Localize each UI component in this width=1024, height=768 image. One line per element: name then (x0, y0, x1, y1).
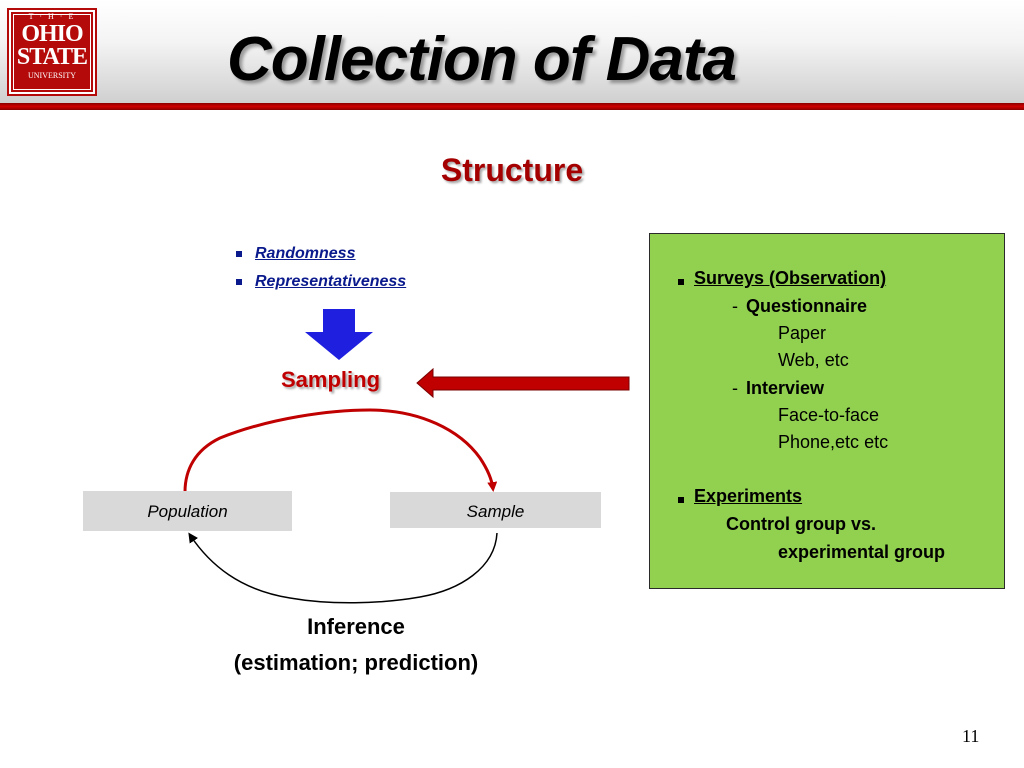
ohio-state-logo: T · H · E OHIO STATE UNIVERSITY (7, 8, 97, 96)
control-group-label: Control group vs. (726, 514, 876, 534)
left-arrow-icon (416, 367, 630, 399)
inference-curve-arrow (188, 532, 498, 604)
paper-label: Paper (778, 323, 827, 343)
bullet-square-icon (678, 497, 684, 503)
bullet-label: Randomness (255, 245, 356, 262)
bullet-square-icon (236, 251, 242, 257)
interview-dash: - (732, 378, 738, 398)
collection-methods-box: Surveys (Observation) - Questionnaire Pa… (649, 233, 1005, 589)
population-box: Population (83, 491, 292, 531)
header-red-rule (0, 103, 1024, 110)
sampling-curve-arrow (183, 408, 498, 493)
bullet-label: Representativeness (255, 273, 407, 290)
interview-label: Interview (746, 378, 825, 398)
page-number: 11 (962, 726, 980, 746)
bullet-square-icon (678, 279, 684, 285)
bullet-representativeness[interactable]: Representativeness (236, 273, 406, 301)
header-bar (0, 0, 1024, 104)
logo-line-ohio: OHIO (21, 21, 83, 47)
face-label: Face-to-face (778, 405, 880, 425)
logo-line-university: UNIVERSITY (28, 71, 76, 80)
web-label: Web, etc (778, 350, 849, 370)
slide-title: Collection of Data (227, 25, 737, 94)
inference-label: Inference (307, 614, 405, 639)
bullet-randomness[interactable]: Randomness (236, 245, 406, 273)
bullet-square-icon (236, 279, 242, 285)
surveys-heading: Surveys (Observation) (694, 268, 887, 288)
inference-detail: (estimation; prediction) (233, 650, 479, 675)
experimental-group-label: experimental group (778, 542, 946, 562)
logo-inner-border (13, 14, 91, 90)
logo-line-the: T · H · E (28, 12, 76, 21)
sampling-label: Sampling (281, 367, 381, 392)
bullet-list: Randomness Representativeness (236, 245, 406, 301)
questionnaire-dash: - (732, 296, 738, 316)
down-arrow-icon (305, 309, 373, 360)
logo-line-state: STATE (16, 44, 88, 70)
sample-box: Sample (390, 492, 601, 528)
slide-subtitle: Structure (440, 152, 584, 188)
questionnaire-label: Questionnaire (746, 296, 868, 316)
experiments-heading: Experiments (694, 486, 803, 506)
phone-label: Phone,etc etc (778, 432, 889, 452)
